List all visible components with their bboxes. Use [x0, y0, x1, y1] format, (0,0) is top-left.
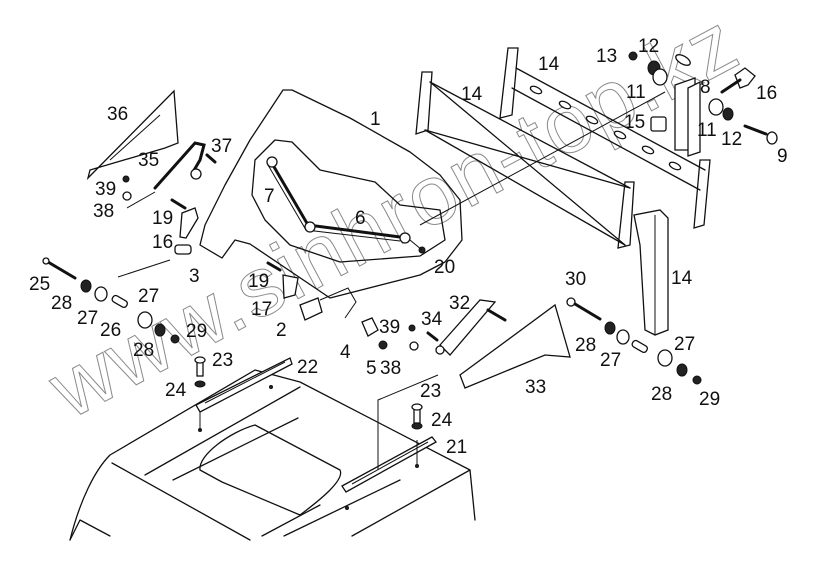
callout-14c: 14 [671, 268, 693, 289]
callout-38a: 38 [93, 201, 114, 222]
callout-12a: 12 [638, 36, 659, 57]
callout-29b: 29 [699, 389, 720, 410]
callout-6: 6 [355, 208, 366, 229]
callout-32: 32 [449, 293, 470, 314]
side-panel-14 [633, 209, 669, 336]
callout-39a: 39 [95, 179, 116, 200]
right-hardware-stack [566, 297, 702, 385]
callout-25: 25 [29, 274, 50, 295]
bracket-36 [86, 89, 179, 181]
callout-39b: 39 [379, 317, 400, 338]
callout-23a: 23 [212, 350, 233, 371]
callout-22: 22 [297, 357, 318, 378]
callout-7: 7 [264, 186, 275, 207]
callout-24b: 24 [431, 410, 453, 431]
callout-11b: 11 [697, 120, 717, 141]
panel-33 [459, 303, 571, 389]
callout-38b: 38 [380, 358, 401, 379]
callout-37: 37 [211, 136, 232, 157]
callout-27d: 27 [600, 350, 621, 371]
callout-28d: 28 [651, 384, 672, 405]
rail-22 [195, 357, 293, 432]
frame-slots [529, 85, 682, 171]
seat-cushion [199, 89, 463, 299]
left-hardware-stack [42, 257, 180, 344]
bracket-8 [628, 51, 778, 157]
callout-4: 4 [340, 342, 351, 363]
callout-27c: 27 [674, 334, 695, 355]
callout-11a: 11 [626, 82, 646, 103]
callout-33: 33 [525, 377, 546, 398]
callout-8: 8 [700, 77, 711, 98]
callout-3: 3 [189, 266, 200, 287]
callout-34: 34 [421, 309, 443, 330]
callout-27b: 27 [77, 308, 98, 329]
rod-35 [122, 141, 217, 209]
callout-17: 17 [251, 299, 272, 320]
callout-9: 9 [777, 146, 788, 167]
callout-20: 20 [434, 257, 455, 278]
callout-24a: 24 [165, 380, 187, 401]
callout-14b: 14 [538, 54, 560, 75]
callout-35: 35 [138, 150, 159, 171]
callout-36: 36 [107, 104, 128, 125]
bolt-23-right [411, 403, 423, 430]
callout-28c: 28 [575, 335, 596, 356]
latch-left [117, 198, 199, 278]
callout-2: 2 [276, 320, 287, 341]
callout-28b: 28 [133, 340, 154, 361]
callout-21: 21 [446, 437, 467, 458]
callout-28a: 28 [51, 293, 72, 314]
callout-23b: 23 [420, 381, 441, 402]
callout-14a: 14 [461, 84, 483, 105]
callout-30: 30 [565, 269, 586, 290]
callout-12b: 12 [721, 129, 742, 150]
callout-26: 26 [100, 320, 121, 341]
callout-5: 5 [366, 358, 377, 379]
callout-15: 15 [624, 112, 645, 133]
callout-29a: 29 [186, 321, 207, 342]
seat-wire-6 [266, 156, 426, 254]
center-hardware [361, 317, 439, 351]
callout-1: 1 [370, 109, 381, 130]
callout-labels: 1 2 3 4 5 6 7 8 9 11 11 12 12 13 14 14 1… [29, 36, 788, 458]
rail-21 [341, 374, 439, 493]
handle-32 [435, 299, 507, 356]
callout-19b: 19 [248, 271, 269, 292]
callout-13: 13 [596, 46, 617, 67]
callout-27a: 27 [138, 286, 159, 307]
bolt-23-left [194, 356, 206, 388]
callout-16b: 16 [152, 232, 173, 253]
latch-center [266, 261, 357, 321]
callout-16a: 16 [756, 83, 777, 104]
callout-19a: 19 [152, 208, 173, 229]
backrest-frame [415, 47, 711, 249]
